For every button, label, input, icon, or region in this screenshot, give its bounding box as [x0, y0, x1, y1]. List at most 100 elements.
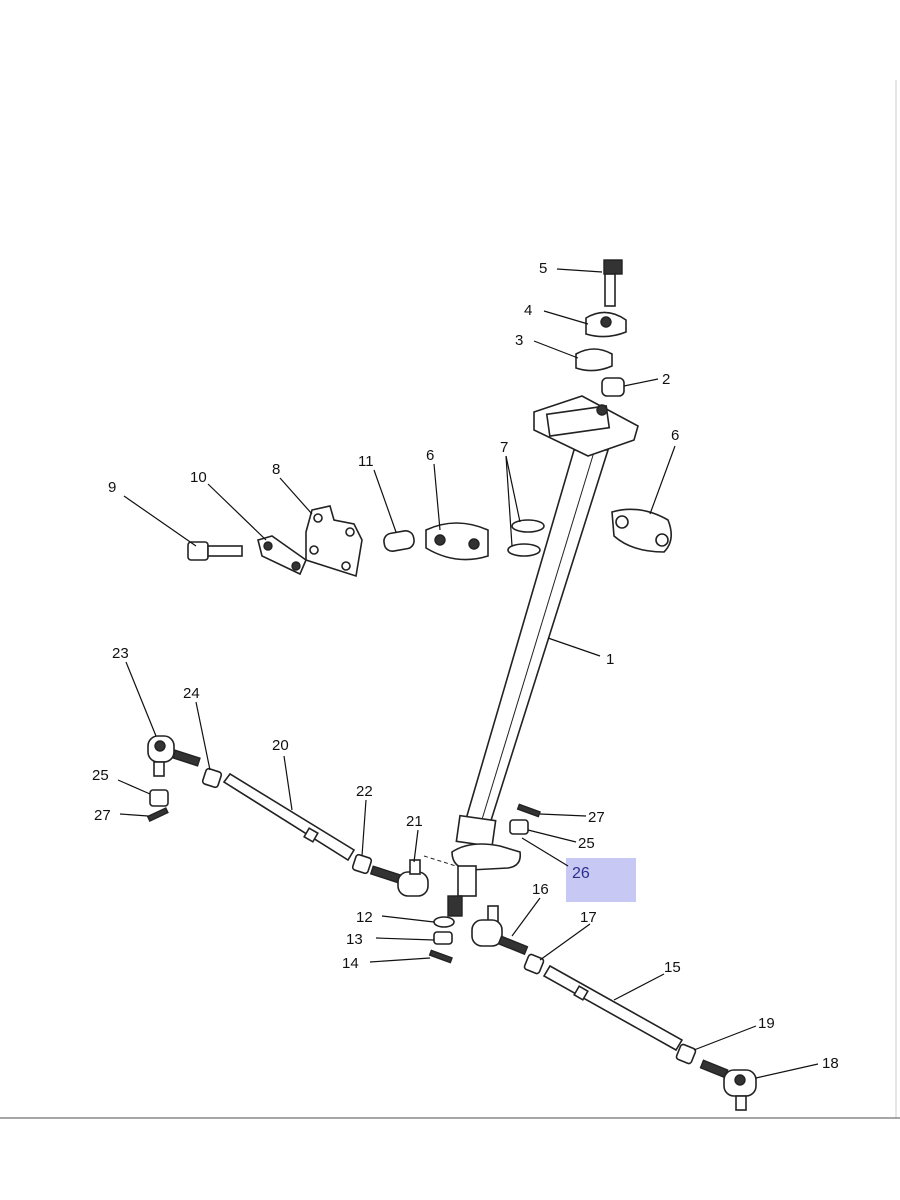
leader-16	[511, 897, 541, 937]
shaft-tube	[462, 449, 610, 831]
leader-4	[543, 310, 589, 325]
clip-upper	[511, 519, 545, 533]
highlight-box	[566, 858, 636, 902]
leader-1	[547, 637, 601, 657]
part-14-pin[interactable]	[428, 949, 453, 964]
part-24-nut[interactable]	[201, 767, 223, 789]
callout-4[interactable]: 4	[524, 302, 532, 319]
callout-20[interactable]: 20	[272, 737, 289, 754]
nut22-body	[351, 853, 373, 875]
leader-27l	[119, 813, 149, 817]
part-2-collar[interactable]	[601, 377, 625, 397]
leader-8	[279, 477, 313, 515]
part-12-washer[interactable]	[433, 916, 455, 928]
part-7-clips[interactable]	[507, 519, 545, 557]
rod-end-center-stud	[409, 859, 421, 875]
tie-rod-left-flat	[303, 827, 319, 843]
shaft-highlight	[479, 451, 595, 827]
part-5-bolt[interactable]	[603, 259, 623, 307]
tie-rod-right-body	[542, 964, 684, 1052]
link-plate-hole-b	[291, 561, 301, 571]
leader-15	[613, 973, 665, 1001]
callout-2[interactable]: 2	[662, 371, 670, 388]
rod-end-right-eye	[471, 919, 503, 947]
callout-10[interactable]: 10	[190, 469, 207, 486]
callout-8[interactable]: 8	[272, 461, 280, 478]
callout-26-line	[521, 837, 569, 867]
rod-end-left-hole	[154, 740, 166, 752]
bracket-body	[305, 505, 363, 578]
callout-3[interactable]: 3	[515, 332, 523, 349]
callout-11[interactable]: 11	[358, 453, 374, 470]
callout-16[interactable]: 16	[532, 881, 549, 898]
leader-12	[381, 915, 435, 923]
bracket-hole-d	[341, 561, 351, 571]
part-25-nut-left[interactable]	[149, 789, 169, 807]
leader-7a	[505, 455, 521, 523]
part-11-pin[interactable]	[383, 529, 416, 553]
part-27-pin-right[interactable]	[516, 803, 541, 818]
rod-end-left-stud	[153, 761, 165, 777]
part-1-steering-shaft[interactable]	[423, 449, 610, 917]
leader-5	[556, 268, 603, 273]
callout-7[interactable]: 7	[500, 439, 508, 456]
shaft-lower-thread	[447, 895, 463, 917]
part-20-tie-rod-left[interactable]	[222, 772, 356, 862]
callout-15[interactable]: 15	[664, 959, 681, 976]
leader-2	[623, 378, 659, 387]
leader-24	[195, 701, 211, 771]
rod-end-outer-stud	[735, 1095, 747, 1111]
clamp-left-body	[425, 522, 489, 561]
callout-21[interactable]: 21	[406, 813, 423, 830]
callout-6-left[interactable]: 6	[426, 447, 434, 464]
part-15-tie-rod-right[interactable]	[542, 964, 684, 1052]
callout-27-right[interactable]: 27	[588, 809, 605, 826]
callout-18[interactable]: 18	[822, 1055, 839, 1072]
leader-11	[373, 469, 397, 533]
part-23-tie-rod-end-left[interactable]	[147, 735, 201, 777]
callout-24[interactable]: 24	[183, 685, 200, 702]
callout-1[interactable]: 1	[606, 651, 614, 668]
part-13-nut[interactable]	[433, 931, 453, 945]
leader-14	[369, 957, 431, 963]
callout-25-right[interactable]: 25	[578, 835, 595, 852]
callout-25-left[interactable]: 25	[92, 767, 109, 784]
bolt9-head	[187, 541, 209, 561]
bushing-body	[575, 348, 613, 372]
callout-12[interactable]: 12	[356, 909, 373, 926]
part-3-bushing[interactable]	[575, 348, 613, 372]
pin27-right-body	[516, 803, 541, 818]
part-21-tie-rod-end-center[interactable]	[369, 859, 429, 897]
part-8-bracket[interactable]	[305, 505, 363, 578]
part-6-clamp-left[interactable]	[425, 522, 489, 561]
callout-13[interactable]: 13	[346, 931, 363, 948]
callout-22[interactable]: 22	[356, 783, 373, 800]
part-10-link-plate[interactable]	[257, 535, 307, 576]
bolt-shank	[604, 273, 616, 307]
callout-6-right[interactable]: 6	[671, 427, 679, 444]
part-17-nut[interactable]	[523, 953, 545, 975]
callout-26-label: 26	[572, 865, 590, 882]
callout-9[interactable]: 9	[108, 479, 116, 496]
rod-end-outer-hole	[734, 1074, 746, 1086]
leader-27r	[539, 813, 587, 817]
callout-27-left[interactable]: 27	[94, 807, 111, 824]
part-22-nut[interactable]	[351, 853, 373, 875]
callout-19[interactable]: 19	[758, 1015, 775, 1032]
part-16-tie-rod-end-right[interactable]	[471, 905, 529, 956]
part-26-highlight[interactable]: 26	[521, 837, 636, 902]
part-25-nut-right[interactable]	[509, 819, 529, 835]
callout-5[interactable]: 5	[539, 260, 547, 277]
callout-23[interactable]: 23	[112, 645, 129, 662]
callout-17[interactable]: 17	[580, 909, 597, 926]
part-4-clamp[interactable]	[585, 311, 627, 338]
part-18-tie-rod-end-outer[interactable]	[699, 1059, 757, 1111]
tie-rod-right-flat	[573, 985, 589, 1001]
part-19-nut[interactable]	[675, 1043, 697, 1065]
part-9-bolt[interactable]	[187, 541, 243, 561]
leader-22	[361, 799, 367, 857]
part-27-pin-left[interactable]	[146, 807, 169, 822]
leader-18	[755, 1063, 819, 1079]
callout-14[interactable]: 14	[342, 955, 359, 972]
part-6-clamp-right[interactable]	[611, 508, 672, 553]
